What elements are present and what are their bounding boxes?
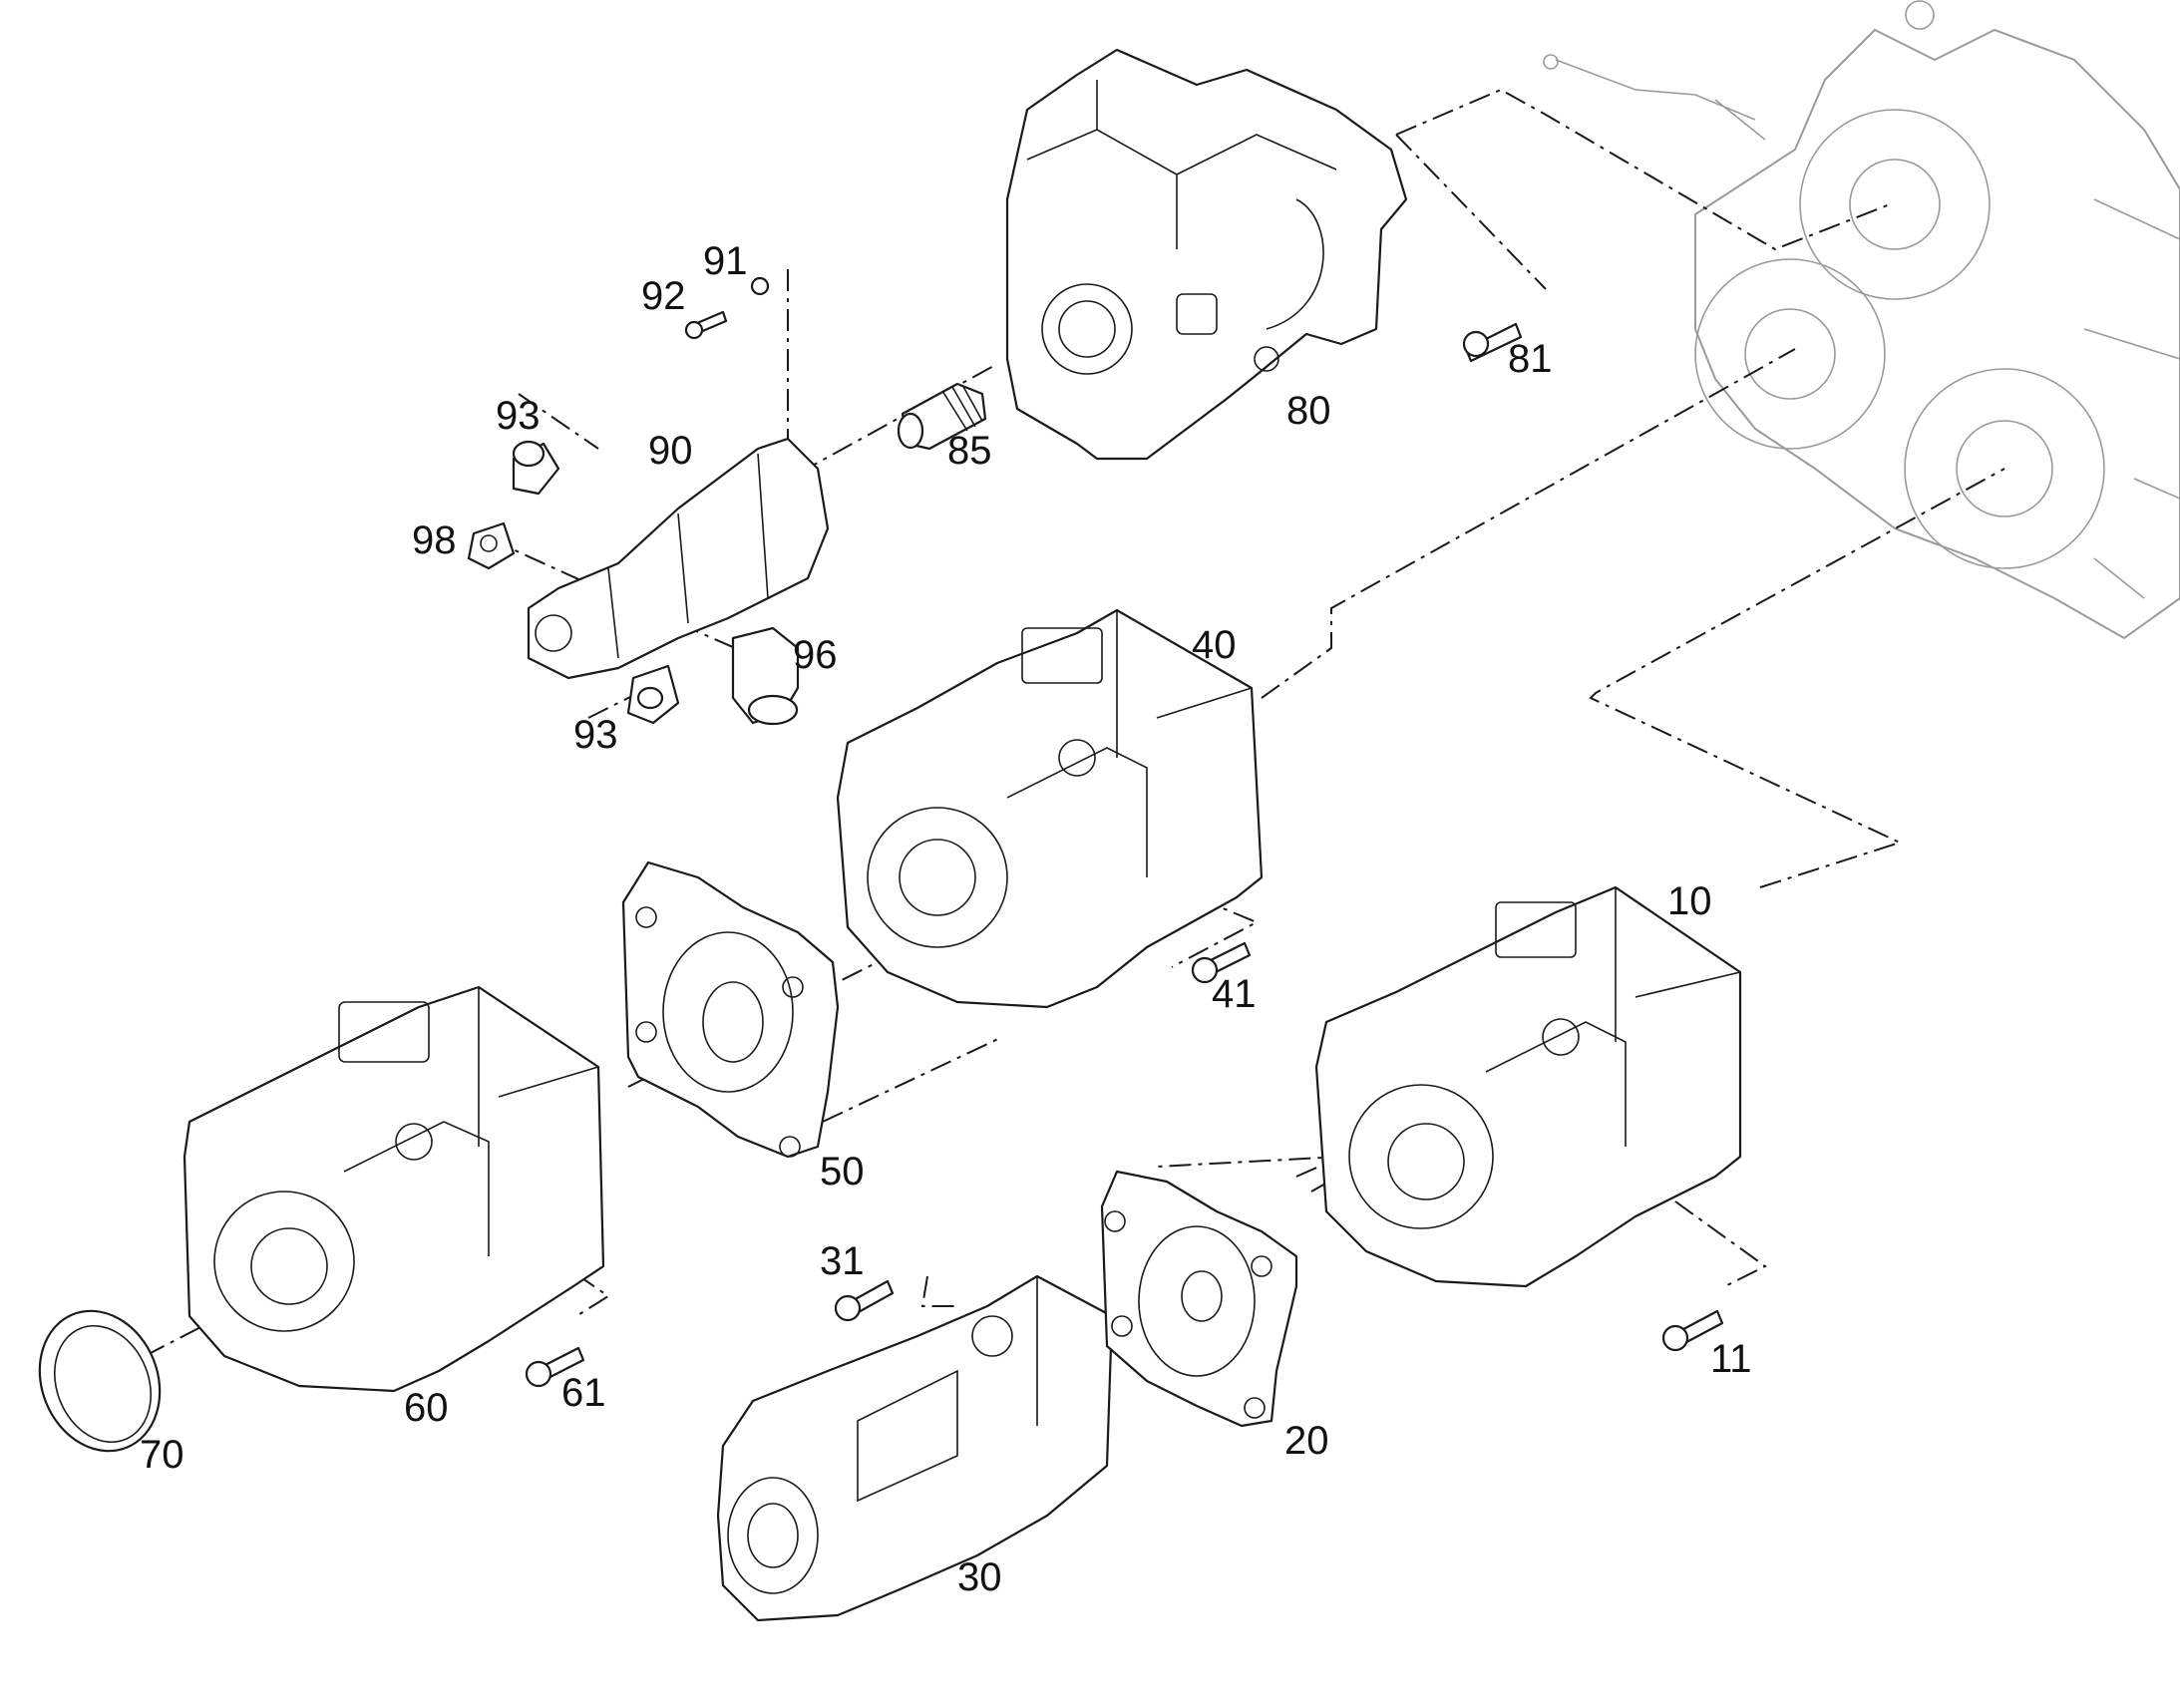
callout-labels: 10 11 20 30 31 40 41 50 60 61 70 80 81 8… — [140, 239, 1752, 1599]
part-31-bolt — [834, 1279, 895, 1322]
part-92-screw — [684, 310, 728, 340]
label-96: 96 — [793, 633, 838, 677]
part-50-adapter-plate — [621, 860, 840, 1159]
part-61-bolt — [525, 1346, 585, 1388]
part-98-fitting — [467, 521, 516, 570]
part-90-gear-pump — [527, 437, 830, 680]
label-85: 85 — [947, 429, 992, 473]
part-96-elbow-flange — [731, 626, 800, 726]
part-41-bolt — [1191, 941, 1252, 984]
label-20: 20 — [1284, 1419, 1329, 1463]
label-70: 70 — [140, 1433, 184, 1477]
part-85-coupling — [897, 382, 987, 451]
part-93-flange-lower — [626, 664, 680, 725]
label-92: 92 — [641, 274, 686, 318]
part-80-valve-block — [1005, 48, 1408, 461]
label-40: 40 — [1192, 623, 1237, 667]
part-60-pump — [182, 985, 605, 1393]
label-30: 30 — [957, 1555, 1002, 1599]
label-41: 41 — [1212, 972, 1257, 1016]
part-81-bolt — [1462, 322, 1523, 363]
part-11-bolt — [1661, 1309, 1724, 1352]
label-80: 80 — [1286, 389, 1331, 433]
part-91-washer — [750, 276, 770, 296]
label-11: 11 — [1710, 1337, 1752, 1381]
gearbox-housing — [1543, 0, 2180, 640]
label-91: 91 — [703, 239, 748, 283]
label-10: 10 — [1667, 879, 1712, 923]
label-93-lower: 93 — [573, 713, 618, 757]
label-50: 50 — [820, 1150, 865, 1194]
label-93-upper: 93 — [496, 394, 541, 438]
part-30-pump — [716, 1274, 1114, 1622]
part-93-flange-upper — [512, 440, 560, 496]
part-10-pump — [1314, 885, 1742, 1288]
part-70-seal-ring — [38, 1309, 162, 1453]
part-20-adapter-plate — [1100, 1170, 1298, 1428]
part-40-pump — [836, 608, 1264, 1009]
label-98: 98 — [412, 518, 457, 562]
label-61: 61 — [561, 1371, 606, 1415]
label-90: 90 — [648, 429, 693, 473]
label-31: 31 — [820, 1239, 865, 1283]
label-81: 81 — [1508, 337, 1553, 381]
label-60: 60 — [404, 1386, 449, 1430]
